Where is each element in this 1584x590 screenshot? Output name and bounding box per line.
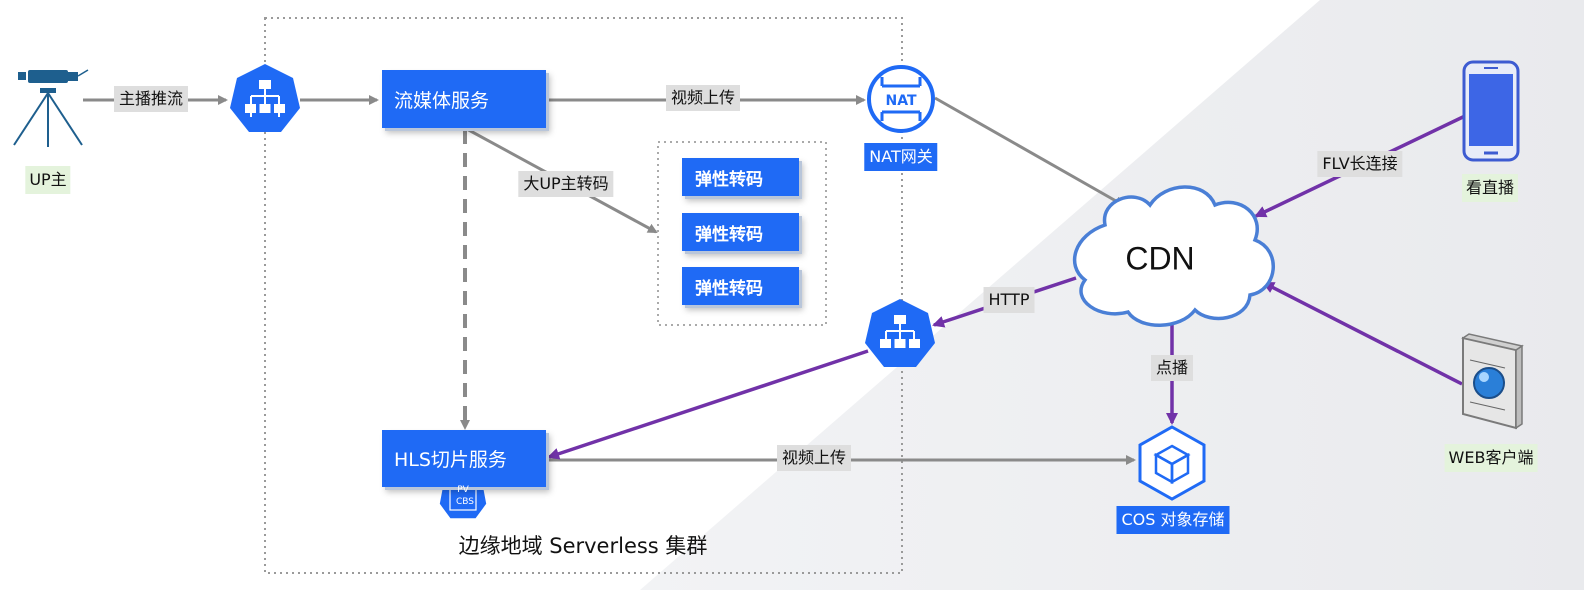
transcode-box[interactable]: 弹性转码 [682, 213, 799, 251]
cdn-label: CDN [1125, 240, 1195, 277]
cos-storage-label: COS 对象存储 [1116, 506, 1230, 534]
load-balancer-icon [230, 64, 300, 132]
edge-lb-to-hls [547, 349, 869, 460]
hls-service-label: HLS切片服务 [394, 449, 507, 471]
edge-label-big-up-transcode: 大UP主转码 [518, 171, 614, 197]
nat-gateway-label: NAT网关 [864, 143, 938, 171]
transcode-label: 弹性转码 [695, 169, 763, 190]
web-client-label: WEB客户端 [1444, 444, 1538, 472]
transcode-box[interactable]: 弹性转码 [682, 267, 799, 305]
up-host-label: UP主 [25, 166, 71, 194]
cluster-label: 边缘地域 Serverless 集群 [458, 534, 708, 558]
transcode-group-boundary [657, 141, 827, 326]
edge-label-vod: 点播 [1150, 355, 1194, 381]
transcode-label: 弹性转码 [695, 224, 763, 245]
edge-label-flv-long-connection: FLV长连接 [1317, 151, 1403, 177]
edge-web-to-cdn [1262, 281, 1463, 386]
cube-storage-icon [1138, 425, 1206, 501]
cbs-badge-text: CBS [455, 497, 475, 507]
nat-badge-text: NAT [885, 93, 916, 109]
edge-label-video-upload: 视频上传 [776, 445, 852, 471]
transcode-label: 弹性转码 [695, 278, 763, 299]
edge-label-video-upload: 视频上传 [665, 85, 741, 111]
transcode-box[interactable]: 弹性转码 [682, 158, 799, 196]
tripod-camera-icon [13, 69, 89, 147]
browser-globe-icon [1461, 333, 1524, 430]
cluster-boundary [264, 17, 903, 574]
nat-gateway-icon: NAT [867, 65, 935, 133]
cloud-icon [1073, 185, 1275, 327]
pv-badge-text: PV [457, 485, 469, 495]
hls-service-box[interactable]: HLS切片服务 [382, 430, 546, 487]
watch-live-label: 看直播 [1461, 174, 1519, 202]
streaming-service-box[interactable]: 流媒体服务 [382, 70, 546, 128]
edge-nat-to-cdn [934, 96, 1125, 207]
load-balancer-icon [865, 299, 935, 367]
streaming-service-label: 流媒体服务 [394, 89, 490, 112]
phone-icon [1462, 60, 1520, 162]
edge-label-push-stream: 主播推流 [113, 86, 189, 112]
edge-label-http: HTTP [983, 287, 1035, 313]
